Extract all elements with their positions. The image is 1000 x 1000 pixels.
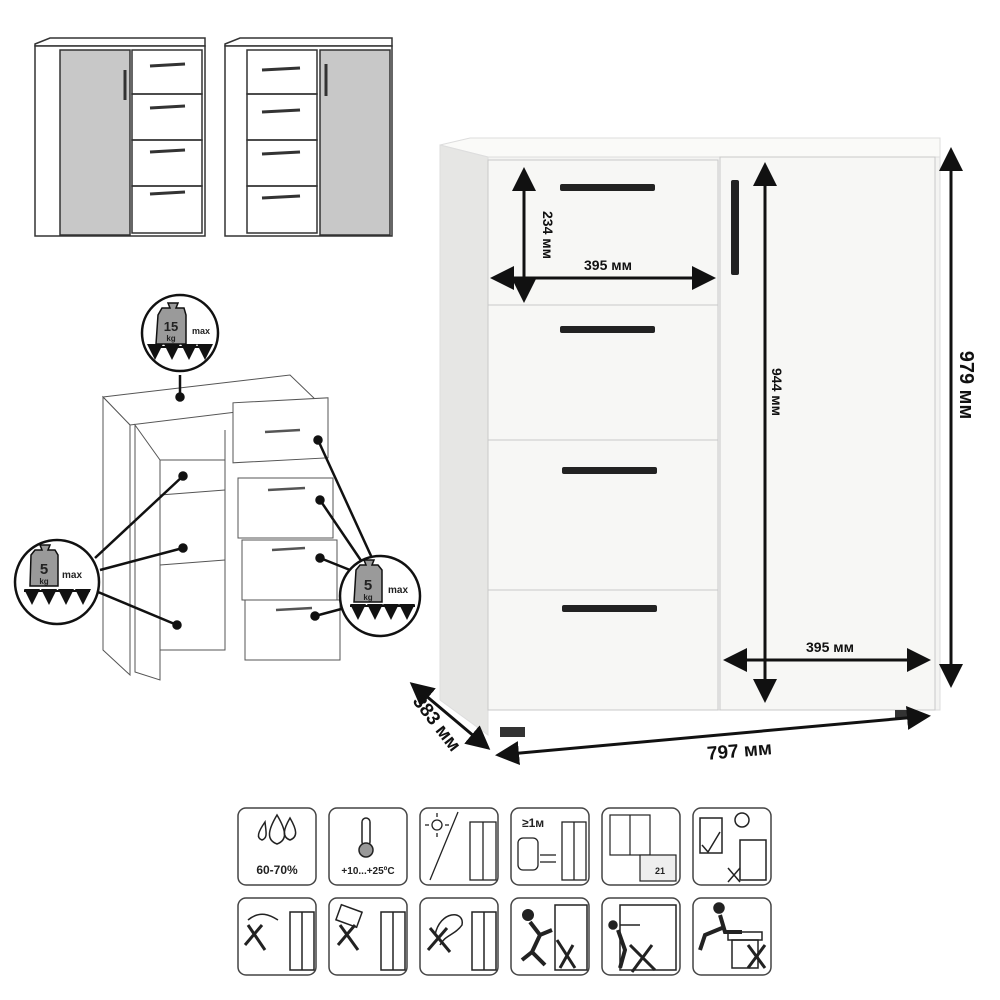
drawer-height-label: 234 мм xyxy=(540,211,556,259)
no-liquid-icon xyxy=(243,911,315,971)
down-arrows-icon xyxy=(147,344,213,360)
level-install-icon xyxy=(699,812,767,883)
thumbnail-door-right xyxy=(224,37,393,237)
weight-badge-top: 15 kg max xyxy=(140,293,220,373)
svg-text:≥1м: ≥1м xyxy=(522,816,544,830)
drawer-fronts xyxy=(487,159,719,711)
door-width-label: 395 мм xyxy=(806,639,854,655)
handles xyxy=(560,180,739,612)
total-width-label: 797 мм xyxy=(706,738,773,765)
no-abrasive-icon xyxy=(334,903,406,971)
door-front xyxy=(719,156,936,711)
open-cabinet-drawing xyxy=(101,374,341,681)
no-sitting-icon xyxy=(698,902,767,969)
total-height-label: 979 мм xyxy=(955,351,977,420)
main-cabinet xyxy=(439,137,941,737)
heater-distance-icon: ≥1м xyxy=(517,816,587,881)
drawer-width-label: 395 мм xyxy=(584,257,632,273)
foot xyxy=(500,727,525,737)
svg-text:kg: kg xyxy=(363,593,372,602)
svg-text:5: 5 xyxy=(40,561,48,578)
svg-text:kg: kg xyxy=(39,577,48,586)
no-climbing-icon xyxy=(608,904,677,973)
weight-badge-drawers: 5 kg max xyxy=(338,554,422,638)
svg-text:kg: kg xyxy=(166,334,175,343)
svg-text:max: max xyxy=(388,585,408,596)
dimension-lines xyxy=(409,147,963,766)
door-height-label: 944 мм xyxy=(769,368,785,416)
load-leader-lines xyxy=(94,375,374,630)
no-pushing-icon xyxy=(520,904,588,971)
weight-badge-shelves: 5 kg max xyxy=(13,538,101,626)
ventilation-calendar-icon: 21 xyxy=(609,814,677,882)
svg-text:+10...+25ºC: +10...+25ºC xyxy=(341,866,394,877)
svg-text:max: max xyxy=(62,570,82,581)
care-icons xyxy=(237,807,772,976)
down-arrows-icon xyxy=(24,589,91,605)
svg-text:max: max xyxy=(192,326,210,336)
temperature-icon: +10...+25ºC xyxy=(341,817,395,877)
svg-text:21: 21 xyxy=(655,866,665,876)
no-sunlight-icon xyxy=(425,811,497,881)
weight-top-value: 15 xyxy=(164,319,178,334)
thumbnail-door-left xyxy=(34,37,206,237)
humidity-icon: 60-70% xyxy=(256,813,298,877)
svg-text:60-70%: 60-70% xyxy=(256,863,298,877)
down-arrows-icon xyxy=(350,604,415,620)
no-rough-cloth-icon xyxy=(426,911,497,971)
svg-text:5: 5 xyxy=(364,577,372,594)
